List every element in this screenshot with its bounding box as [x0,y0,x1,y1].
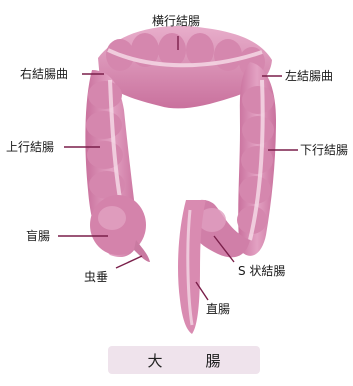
label-rectum: 直腸 [206,302,230,316]
label-sigmoid-colon: S 状結腸 [238,264,285,278]
label-transverse-colon: 横行結腸 [152,14,200,28]
label-cecum: 盲腸 [26,229,50,243]
label-ascending-colon: 上行結腸 [6,140,54,154]
label-descending-colon: 下行結腸 [300,143,348,157]
label-appendix: 虫垂 [84,270,108,284]
label-right-colic-flexure: 右結腸曲 [20,67,68,81]
label-left-colic-flexure: 左結腸曲 [285,69,333,83]
caption-title: 大 腸 [108,346,260,374]
caption-box: 大 腸 [108,346,260,374]
